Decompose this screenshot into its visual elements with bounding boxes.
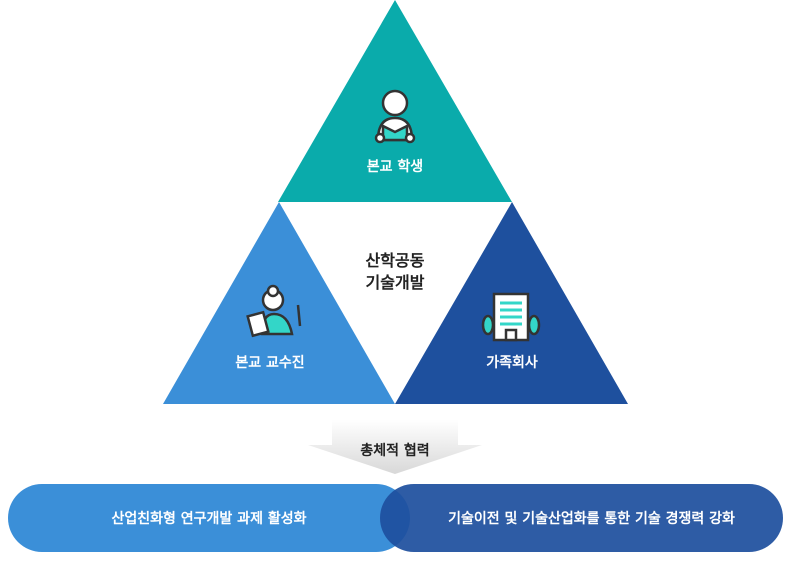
outcome-pill-1: 산업친화형 연구개발 과제 활성화 [8,484,410,552]
outcome-pill-2: 기술이전 및 기술산업화를 통한 기술 경쟁력 강화 [380,484,783,552]
student-reading-icon [374,89,416,144]
right-label: 가족회사 [486,355,538,371]
top-label: 본교 학생 [366,159,424,175]
left-label: 본교 교수진 [235,355,305,371]
center-line-2: 기술개발 [365,273,425,292]
outcome-label-1: 산업친화형 연구개발 과제 활성화 [111,511,307,527]
company-building-icon [481,292,541,342]
professor-icon [246,284,302,338]
center-line-1: 산학공동 [365,251,425,270]
down-arrow [308,420,482,474]
center-title: 산학공동 기술개발 [330,250,460,294]
arrow-label: 총체적 협력 [360,443,430,459]
outcome-label-2: 기술이전 및 기술산업화를 통한 기술 경쟁력 강화 [448,511,735,527]
